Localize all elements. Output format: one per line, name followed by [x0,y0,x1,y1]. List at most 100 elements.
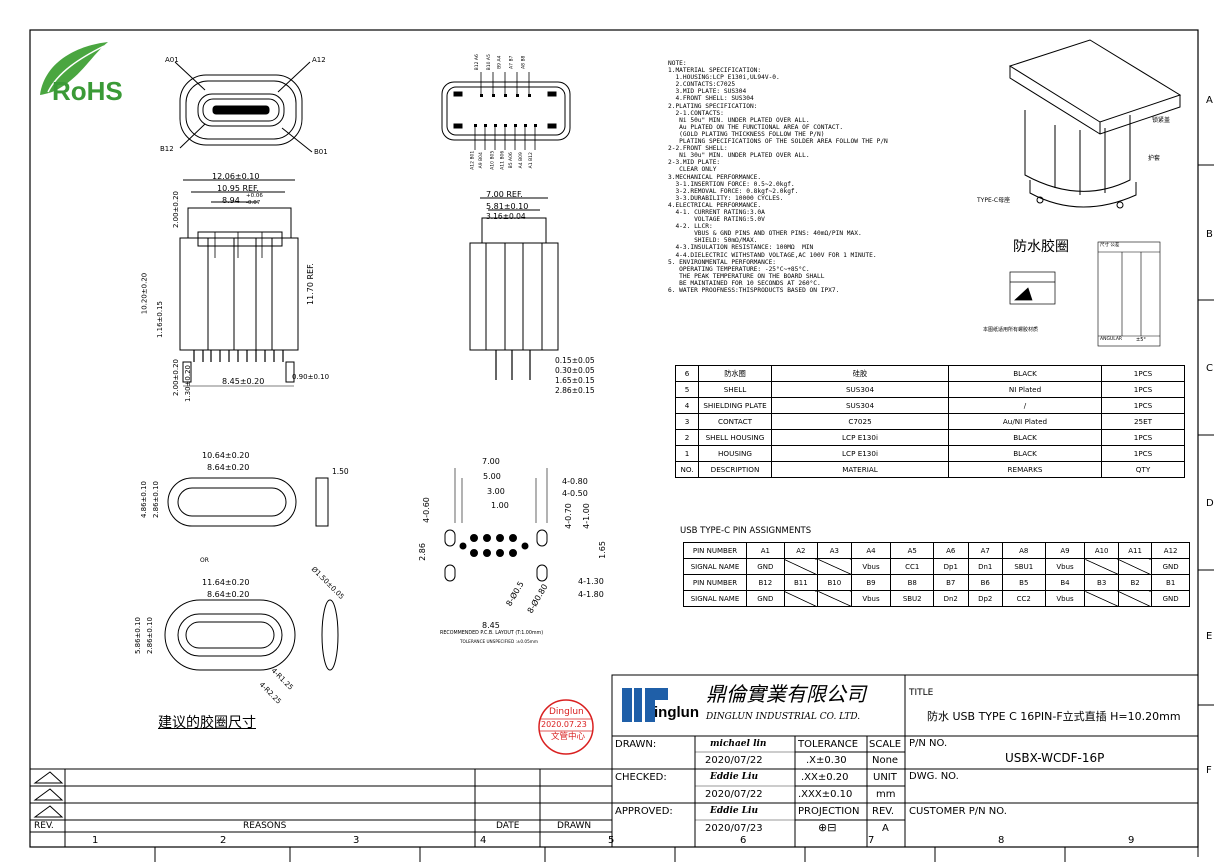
projection-label: PROJECTION [798,806,860,817]
pin-label-top-5: A8 B8 [521,55,527,69]
bom-cell: NI Plated [948,381,1102,398]
pin-cell [783,590,819,607]
checked-label: CHECKED: [615,772,667,783]
tol-small-angular: ANGULAR [1100,337,1123,342]
bom-cell: C7025 [771,413,949,430]
bom-cell: 1PCS [1101,397,1185,414]
customer-pn-label: CUSTOMER P/N NO. [909,806,1007,817]
front-view-drawing [179,179,299,387]
pin-label-top-2: B10 A5 [486,54,492,71]
checked-date: 2020/07/22 [705,789,763,800]
bom-cell: 1PCS [1101,381,1185,398]
bom-cell: SHELL [698,381,772,398]
zone-col-2: 2 [220,835,227,846]
pin-cell: GND [1151,558,1190,575]
gasket-a-drawing [167,477,329,527]
iso-label-guard: 护套 [1148,155,1161,162]
checked-name: Eddie Liu [710,772,759,782]
pin-cell [1084,558,1119,575]
pin-cell: A3 [817,542,852,559]
pin-label-top-1: B12 A6 [474,54,480,71]
pn-label: P/N NO. [909,738,948,749]
unit-value: mm [876,789,896,800]
pin-cell [783,558,819,575]
pin-cell: A4 [850,542,892,559]
zone-col-9: 9 [1128,835,1135,846]
rohs-leaf-icon [40,42,108,95]
top-view-drawing [174,61,313,153]
pin-cell: Vbus [850,558,892,575]
reasons-header: REASONS [243,821,287,831]
pin-label-bottom-6: A4 B09 [518,152,524,169]
scale-value: None [872,755,899,766]
dim-side-d1: 0.15±0.05 [555,356,595,365]
pin-cell: GND [1151,590,1190,607]
pcb-r2: 4-0.50 [562,489,588,498]
pcb-layout-drawing [444,468,548,582]
unit-label: UNIT [873,772,897,783]
bom-cell: 25ET [1101,413,1185,430]
pin-cell: CC2 [1001,590,1046,607]
projection-symbol-icon: ⊕⊟ [818,821,837,834]
dim-side-d2: 0.30±0.05 [555,366,595,375]
bom-cell: 5 [675,381,699,398]
pin-label-bottom-7: A1 B12 [528,152,534,169]
pin-label-bottom-5: B5 A06 [508,152,514,169]
pin-cell: B6 [967,574,1003,591]
pcb-r3: 4-0.70 [563,503,573,529]
bom-cell: BLACK [948,429,1102,446]
pin-row-header: PIN NUMBER [683,542,747,559]
bom-cell: 6 [675,365,699,382]
bom-cell: BLACK [948,445,1102,462]
iso-label-typec: TYPE-C母座 [977,197,1011,204]
dim-front-tol-minus: -0.07 [246,200,261,206]
bom-cell: SHELL HOUSING [698,429,772,446]
iso-waterproof: 防水胶圈 [1013,239,1069,255]
tolerance-label: TOLERANCE [798,739,859,750]
pcb-w2: 5.00 [483,472,501,481]
tolerance-1: .X±0.30 [806,755,847,766]
bom-cell: CONTACT [698,413,772,430]
approved-label: APPROVED: [615,806,673,817]
drawn-header: DRAWN [557,821,592,831]
gasket-b-w1: 11.64±0.20 [202,578,250,587]
dim-front-h-left: 2.00±0.20 [172,190,181,229]
pin-cell: GND [746,590,785,607]
pcb-r1: 4-0.80 [562,477,588,486]
title-label: TITLE [909,688,934,698]
pin-cell: Dp1 [933,558,969,575]
tolerance-2: .XX±0.20 [801,772,849,783]
bom-cell: 3 [675,413,699,430]
bom-cell: REMARKS [948,461,1102,478]
dim-front-w1: 12.06±0.10 [212,172,260,181]
dim-front-tol-plus: +0.06 [246,193,263,199]
pn-value: USBX-WCDF-16P [1005,751,1105,765]
bom-cell: 1PCS [1101,429,1185,446]
pin-cell: B3 [1084,574,1119,591]
gasket-a-t: 1.50 [332,467,349,476]
pin-cell: GND [746,558,785,575]
drawn-name: michael lin [710,739,767,749]
bom-cell: SHIELDING PLATE [698,397,772,414]
pin-row-header: SIGNAL NAME [683,558,747,575]
dim-front-h-total: 10.20±0.20 [140,272,149,315]
bom-cell: 1PCS [1101,365,1185,382]
bom-cell: BLACK [948,365,1102,382]
gasket-b-drawing [164,599,339,671]
dim-side-w1: 7.00 REF. [486,190,523,199]
pcb-r5: 4-1.30 [578,577,604,586]
pin-cell: B2 [1117,574,1153,591]
zone-col-6: 6 [740,835,747,846]
zone-col-5: 5 [608,835,615,846]
bom-cell: LCP E130i [771,445,949,462]
pin-row-header: SIGNAL NAME [683,590,747,607]
iso-note-small: 本图纸适用所有螺胶材质 [983,327,1039,333]
dim-front-foot1: 2.00±0.20 [172,358,181,397]
